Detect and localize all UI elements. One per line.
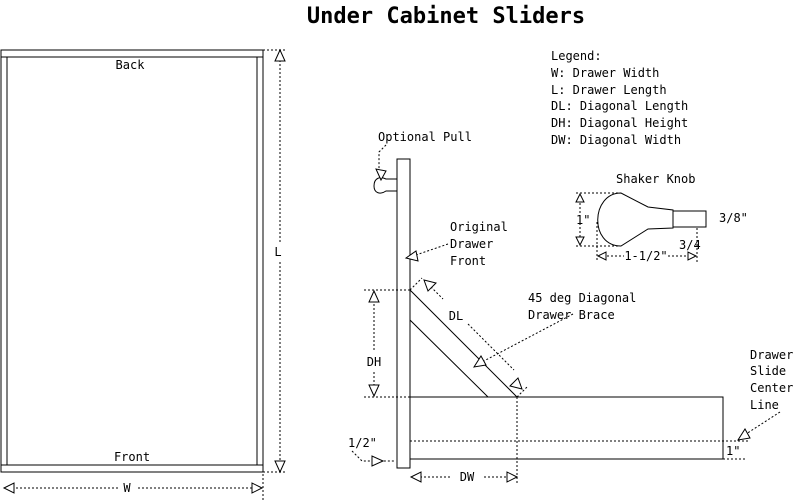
legend-item-dh: DH: Diagonal Height — [551, 116, 688, 130]
dw-label: DW — [460, 470, 475, 484]
knob-width-label: 1-1/2" — [624, 249, 667, 263]
knob-title: Shaker Knob — [616, 172, 695, 186]
width-arrow-right-icon — [251, 482, 264, 494]
knob-width-arrow-right-icon — [687, 251, 698, 261]
original-front-label-3: Front — [450, 254, 486, 268]
width-label: W — [123, 481, 131, 495]
brace-label-1: 45 deg Diagonal — [528, 291, 636, 305]
optional-pull-leader — [378, 144, 387, 175]
legend-item-dw: DW: Diagonal Width — [551, 133, 681, 147]
knob-height-arrow-top-icon — [575, 192, 585, 203]
original-front-leader — [412, 243, 449, 257]
length-label: L — [274, 245, 281, 259]
original-front-label-1: Original — [450, 220, 508, 234]
brace-arrow-icon — [472, 355, 487, 368]
optional-pull-icon — [373, 177, 397, 194]
dl-arrow-bottom-icon — [509, 377, 523, 390]
legend-heading: Legend: — [551, 49, 602, 63]
back-label: Back — [116, 58, 146, 72]
top-view: Back Front W L — [0, 48, 286, 500]
slide-center-label-2: Slide — [750, 364, 786, 378]
dh-arrow-bottom-icon — [368, 384, 380, 398]
width-arrow-left-icon — [2, 482, 15, 494]
dl-dim-line-top — [427, 283, 444, 300]
dl-dim-line-bottom — [467, 323, 515, 371]
shaker-knob-detail: Shaker Knob 1" 1-1/2" 3/8" 3/4 — [575, 172, 748, 263]
slide-center-label-1: Drawer — [750, 348, 793, 362]
side-view: Optional Pull Original Drawer Front 45 d… — [348, 130, 793, 484]
legend-item-l: L: Drawer Length — [551, 83, 667, 97]
page-title: Under Cabinet Sliders — [307, 4, 585, 29]
optional-pull-arrow-icon — [375, 168, 387, 182]
knob-stem-dia-label: 3/8" — [719, 211, 748, 225]
original-front-label-2: Drawer — [450, 237, 493, 251]
dw-arrow-left-icon — [409, 471, 422, 483]
knob-height-label: 1" — [576, 213, 590, 227]
shaker-knob-icon — [597, 192, 674, 247]
knob-stem — [672, 210, 707, 228]
original-drawer-front — [396, 158, 411, 469]
legend-item-dl: DL: Diagonal Length — [551, 99, 688, 113]
dl-arrow-top-icon — [423, 279, 437, 292]
knob-height-arrow-bottom-icon — [575, 236, 585, 247]
slide-center-label-4: Line — [750, 398, 779, 412]
drawer-side-profile — [409, 396, 724, 460]
knob-width-arrow-left-icon — [596, 251, 607, 261]
length-arrow-top-icon — [274, 48, 286, 62]
half-inch-label: 1/2" — [348, 436, 377, 450]
slide-center-arrow-icon — [736, 428, 751, 441]
half-inch-arrow-icon — [371, 455, 385, 467]
dl-label: DL — [449, 309, 463, 323]
brace-leader — [481, 313, 574, 363]
legend: Legend: W: Drawer Width L: Drawer Length… — [551, 49, 688, 147]
drawer-inner-outline — [6, 56, 258, 466]
optional-pull-label: Optional Pull — [378, 130, 472, 144]
slide-center-leader — [745, 411, 781, 435]
knob-stem-len-label: 3/4 — [679, 238, 701, 252]
diagonal-brace — [409, 288, 519, 398]
front-label: Front — [114, 450, 150, 464]
dh-label: DH — [367, 355, 381, 369]
slide-center-label-3: Center — [750, 381, 793, 395]
original-front-arrow-icon — [404, 250, 419, 262]
dw-arrow-right-icon — [506, 471, 519, 483]
one-inch-label: 1" — [726, 444, 740, 458]
legend-item-w: W: Drawer Width — [551, 66, 659, 80]
drawer-outline — [0, 49, 264, 473]
dh-arrow-top-icon — [368, 289, 380, 303]
dl-extension-top — [409, 277, 423, 291]
length-arrow-bottom-icon — [274, 460, 286, 474]
